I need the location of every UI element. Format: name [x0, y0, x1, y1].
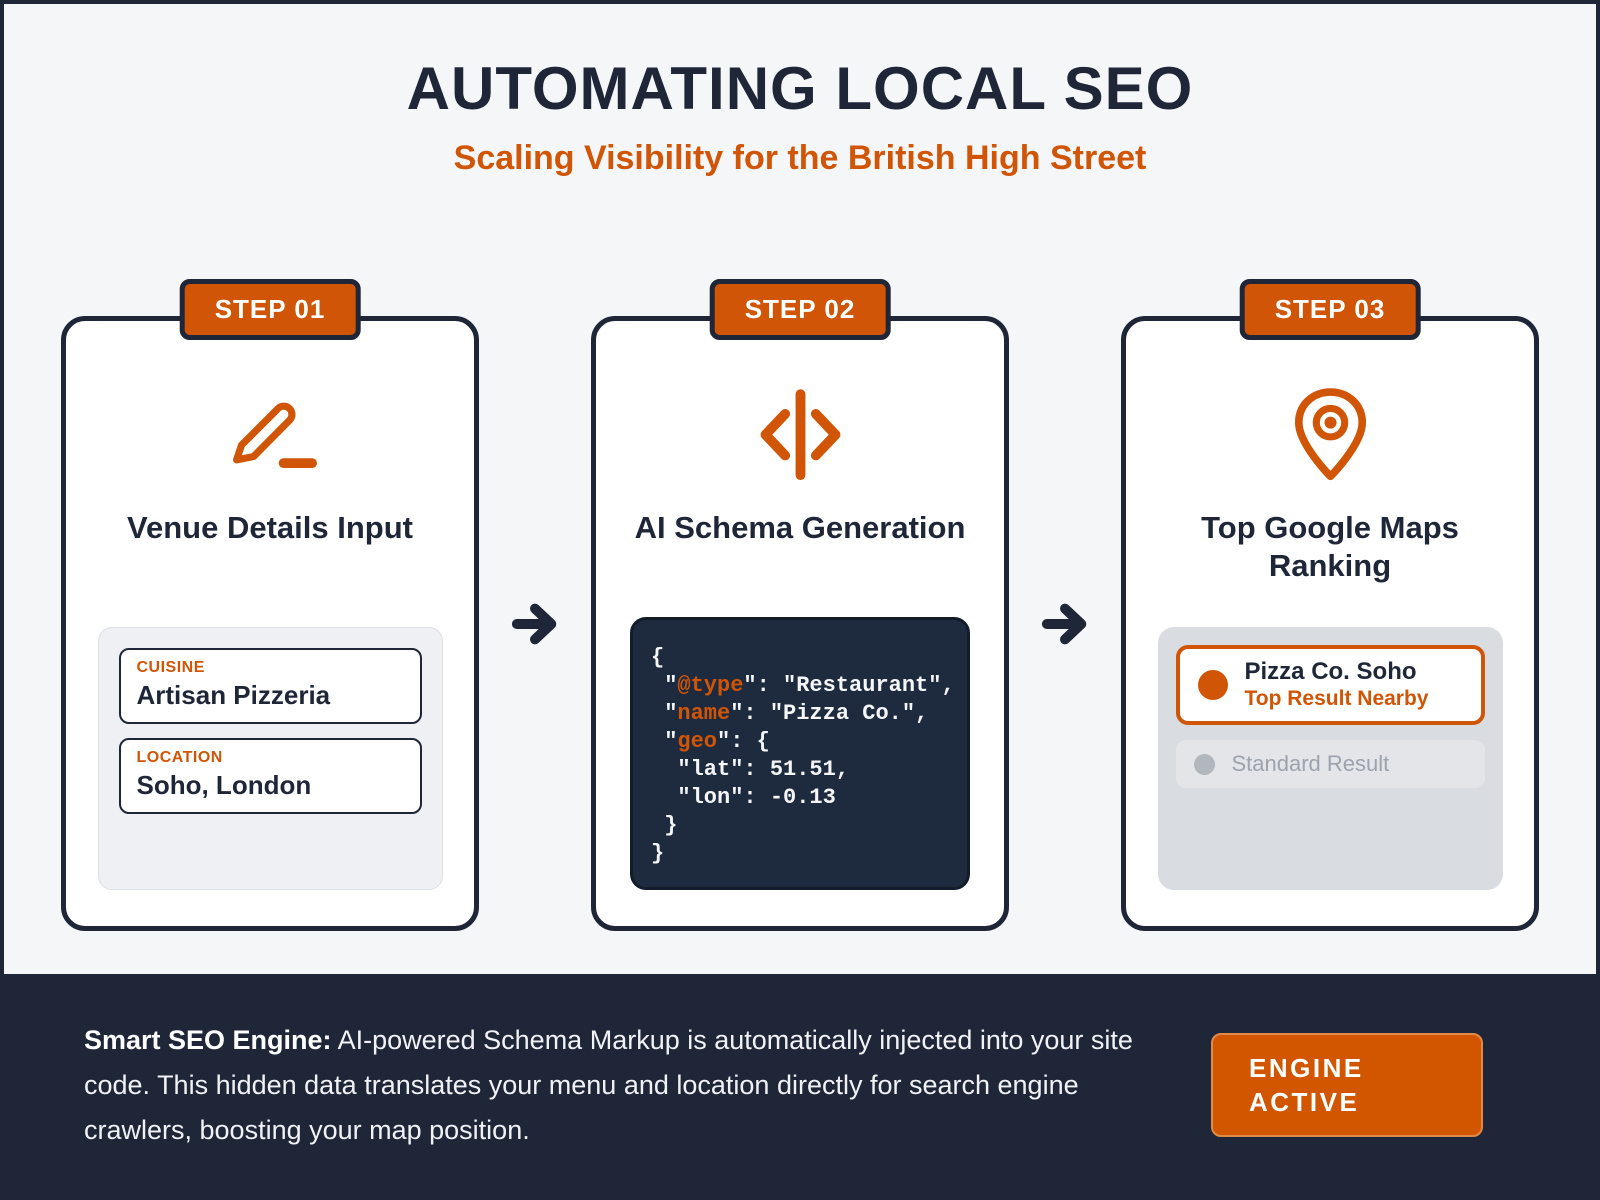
arrow-right-icon [511, 603, 557, 644]
step-1-card-body: Venue Details Input CUISINE Artisan Pizz… [61, 316, 479, 931]
venue-form-panel: CUISINE Artisan Pizzeria LOCATION Soho, … [97, 627, 443, 890]
step-1-title: Venue Details Input [127, 510, 413, 545]
top-result-item[interactable]: Pizza Co. Soho Top Result Nearby [1175, 645, 1485, 725]
cuisine-field[interactable]: CUISINE Artisan Pizzeria [118, 648, 422, 724]
step-2-title: AI Schema Generation [634, 510, 966, 545]
pencil-icon [232, 402, 317, 468]
step-2-badge: STEP 02 [709, 279, 891, 340]
location-label: LOCATION [136, 749, 223, 766]
code-line: "lon": -0.13 [651, 785, 836, 810]
step-2-card-body: AI Schema Generation { "@type": "Restaur… [591, 316, 1009, 931]
standard-result-name: Standard Result [1231, 751, 1390, 776]
footer-lead: Smart SEO Engine: [84, 1024, 332, 1055]
code-line: "geo": { [651, 729, 770, 754]
cuisine-label: CUISINE [136, 659, 205, 676]
map-pin-icon [1294, 387, 1366, 480]
step-card-2: STEP 02 AI Schema Generation { "@type": … [591, 279, 1009, 931]
location-field[interactable]: LOCATION Soho, London [118, 738, 422, 814]
schema-code-block: { "@type": "Restaurant", "name": "Pizza … [630, 617, 970, 890]
code-line: } [651, 813, 678, 838]
footer-description: Smart SEO Engine: AI-powered Schema Mark… [84, 1018, 1171, 1153]
step-card-1: STEP 01 Venue Details Input CUISINE Arti… [61, 279, 479, 931]
cuisine-value: Artisan Pizzeria [136, 680, 331, 710]
code-line: "@type": "Restaurant", [651, 673, 955, 698]
engine-active-button[interactable]: ENGINE ACTIVE [1211, 1033, 1483, 1137]
steps-row: STEP 01 Venue Details Input CUISINE Arti… [4, 279, 1596, 931]
step-card-3: STEP 03 Top Google Maps Ranking Pizza Co… [1121, 279, 1539, 931]
page-subtitle: Scaling Visibility for the British High … [453, 139, 1147, 177]
step-3-title: Top Google Maps Ranking [1201, 510, 1459, 583]
header: AUTOMATING LOCAL SEO Scaling Visibility … [4, 4, 1596, 178]
arrow-right-icon [1041, 603, 1087, 644]
top-result-marker-icon [1197, 670, 1228, 700]
footer-body: AI-powered Schema Markup is automaticall… [84, 1024, 1133, 1145]
step-1-badge: STEP 01 [179, 279, 361, 340]
location-value: Soho, London [136, 770, 312, 800]
code-line: } [651, 841, 665, 866]
step-3-card-body: Top Google Maps Ranking Pizza Co. Soho T… [1121, 316, 1539, 931]
code-line: "lat": 51.51, [651, 757, 850, 782]
page-title: AUTOMATING LOCAL SEO [406, 55, 1194, 122]
maps-results-panel: Pizza Co. Soho Top Result Nearby Standar… [1157, 627, 1503, 890]
code-icon [760, 388, 840, 480]
code-line: { [651, 645, 665, 670]
step-3-badge: STEP 03 [1239, 279, 1421, 340]
footer-bar: Smart SEO Engine: AI-powered Schema Mark… [4, 974, 1596, 1196]
standard-result-marker-icon [1193, 753, 1215, 775]
top-result-name: Pizza Co. Soho [1244, 658, 1417, 685]
standard-result-item[interactable]: Standard Result [1175, 740, 1485, 788]
code-line: "name": "Pizza Co.", [651, 701, 929, 726]
top-result-subtitle: Top Result Nearby [1244, 687, 1429, 710]
